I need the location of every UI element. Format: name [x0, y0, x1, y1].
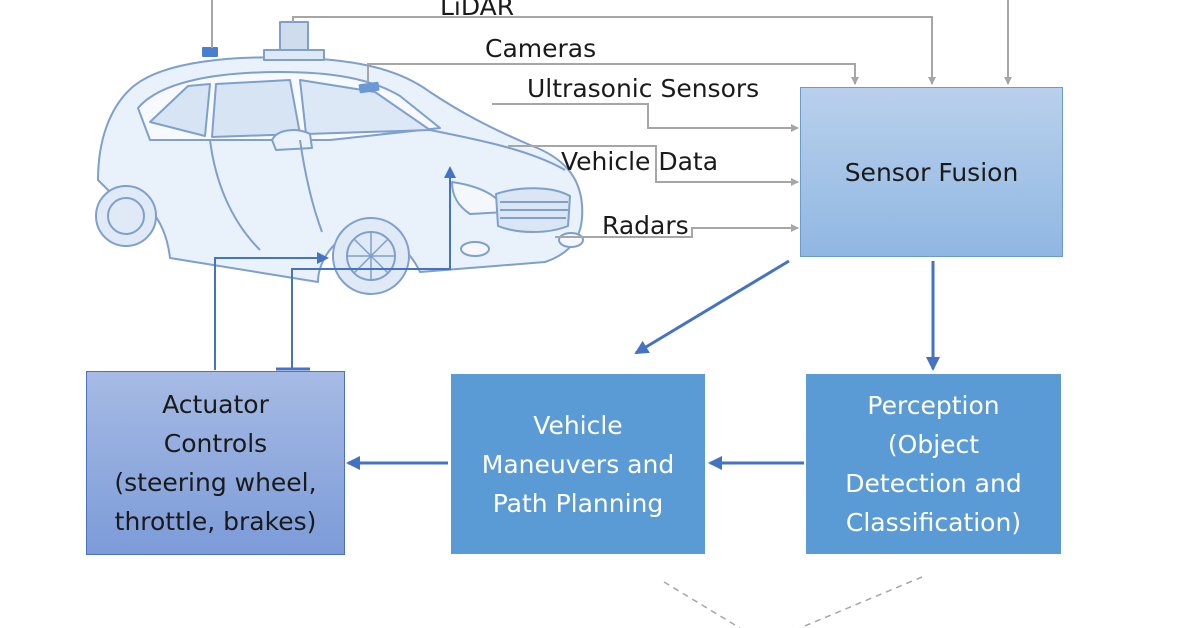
vehicle-data-label: Vehicle Data	[561, 147, 719, 176]
actuator-line-2: Controls	[163, 429, 268, 458]
vehicle-data-line	[508, 145, 799, 186]
path-planning-box: Vehicle Maneuvers and Path Planning	[451, 374, 705, 554]
ultrasonic-line	[492, 103, 799, 132]
perception-line-4: Classification)	[845, 508, 1022, 537]
cameras-label: Cameras	[485, 34, 597, 63]
perception-line-2: (Object	[887, 430, 980, 459]
actuator-to-car-arrow-2	[291, 166, 456, 370]
radars-label: Radars	[602, 211, 689, 240]
perception-line-3: Detection and	[845, 469, 1022, 498]
lidar-line	[292, 16, 936, 85]
actuator-to-car-arrow-1	[214, 252, 329, 370]
dashed-connector	[663, 576, 923, 628]
planning-line-1: Vehicle	[533, 410, 623, 440]
planning-line-2: Maneuvers and	[481, 449, 675, 479]
sensor-fusion-box: Sensor Fusion	[800, 87, 1063, 257]
radars-line	[555, 224, 799, 238]
perception-box: Perception (Object Detection and Classif…	[806, 374, 1061, 554]
actuator-line-3: (steering wheel,	[114, 468, 317, 497]
planning-line-3: Path Planning	[492, 488, 664, 518]
sensor-connectors	[211, 0, 1012, 238]
flow-arrows	[346, 259, 940, 470]
actuator-controls-box: Actuator Controls (steering wheel, throt…	[86, 371, 345, 555]
lidar-label: LiDAR	[440, 0, 515, 21]
fusion-to-planning-arrow	[634, 259, 790, 355]
sensor-fusion-label: Sensor Fusion	[844, 157, 1019, 187]
ultrasonic-sensors-label: Ultrasonic Sensors	[527, 74, 760, 103]
actuator-line-1: Actuator	[162, 390, 269, 419]
car-illustration	[95, 21, 584, 295]
perception-line-1: Perception	[867, 391, 1000, 420]
cameras-line	[367, 63, 859, 85]
actuator-feedback	[214, 166, 456, 371]
actuator-line-4: throttle, brakes)	[114, 507, 317, 536]
